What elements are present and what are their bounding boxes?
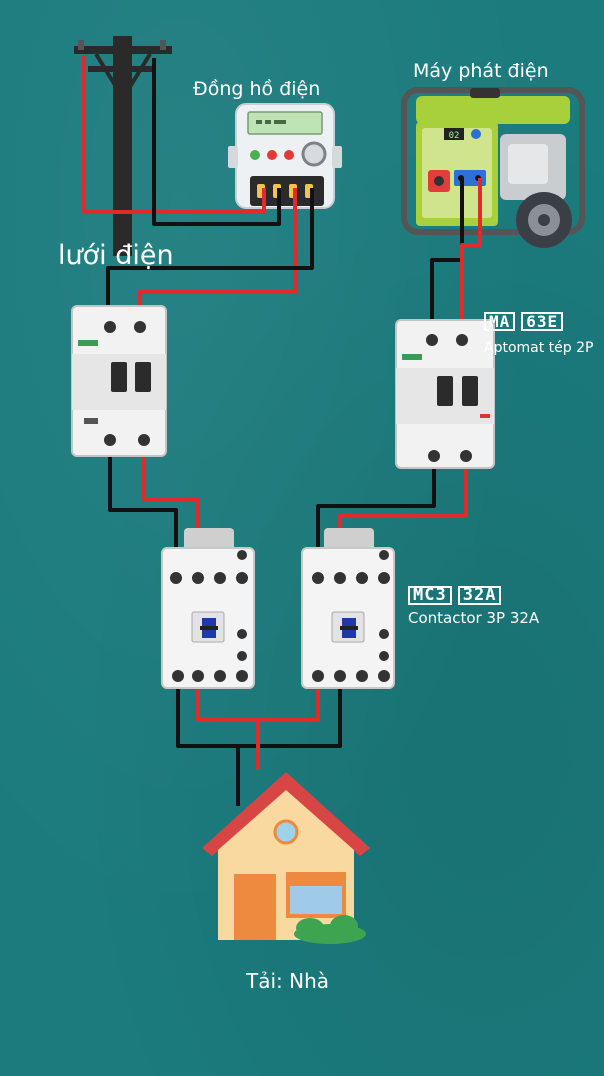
generator-icon: 02 [401, 87, 585, 248]
breaker-model-a: MA [484, 312, 516, 331]
contactor-model-b: 32A [457, 586, 502, 605]
contactor-model-label: MC3 32A [408, 585, 507, 605]
contactor-model-a: MC3 [408, 586, 452, 605]
contactor-grid [161, 528, 255, 689]
breaker-model-label: MA 63E [484, 312, 569, 331]
electric-meter-icon [228, 103, 342, 209]
contactor-generator [301, 528, 395, 689]
contactor-desc-label: Contactor 3P 32A [408, 609, 540, 627]
meter-label: Đồng hồ điện [193, 78, 321, 100]
load-label: Tải: Nhà [246, 969, 330, 993]
house-icon [202, 772, 370, 944]
circuit-breaker-grid [71, 305, 167, 457]
breaker-model-b: 63E [521, 312, 564, 331]
generator-display: 02 [449, 131, 460, 141]
breaker-desc-label: Aptomat tép 2P [484, 340, 594, 356]
generator-label: Máy phát điện [413, 60, 549, 82]
utility-pole-icon [74, 36, 172, 256]
circuit-breaker-generator [395, 319, 495, 469]
grid-label: lưới điện [58, 240, 174, 271]
